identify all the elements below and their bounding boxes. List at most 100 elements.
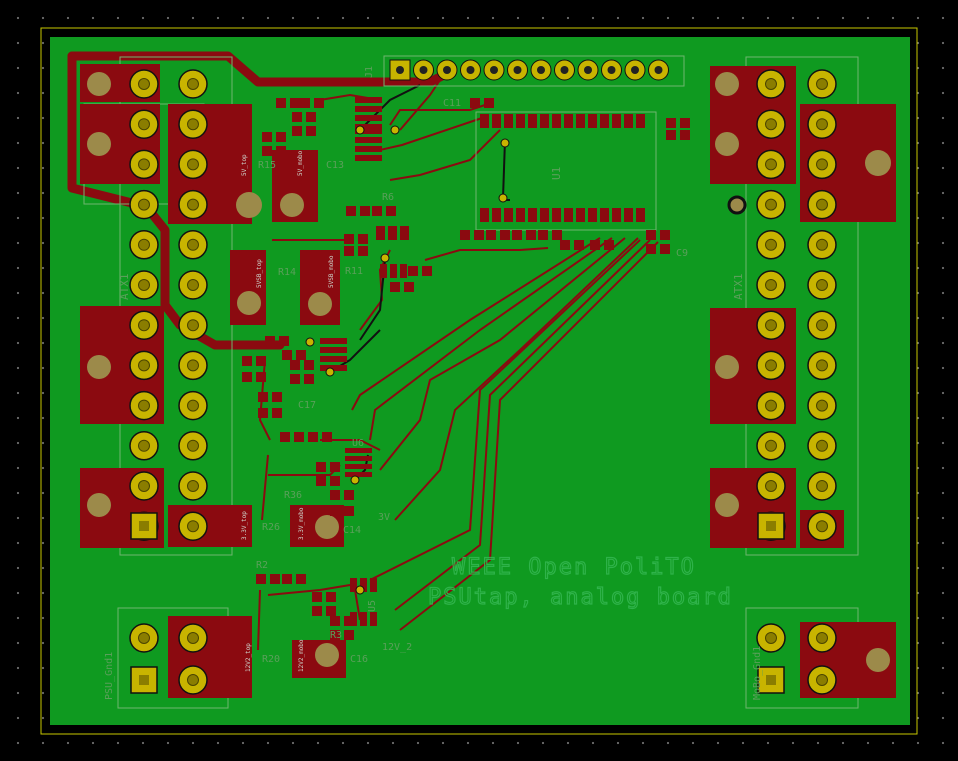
- smd-pad: [612, 208, 621, 222]
- smd-pad: [380, 264, 387, 278]
- silkscreen-labels: U1 ATX1 ATX1 PSU_Gnd1 MoBo_Gnd1 R15 R14 …: [104, 66, 763, 700]
- grid-dot: [641, 16, 645, 20]
- pad-drill: [816, 319, 828, 332]
- smd-components: [242, 97, 690, 640]
- shunt-label-7: 12V2_top: [245, 643, 252, 672]
- grid-dot: [941, 741, 945, 745]
- grid-dot: [16, 466, 20, 470]
- smd-pad: [360, 206, 370, 216]
- pad-drill: [187, 118, 199, 131]
- shunt-label-2: 5V_mobo: [297, 150, 304, 176]
- header-pin-drill: [654, 66, 663, 74]
- smd-pad: [344, 506, 354, 516]
- smd-pad: [368, 115, 382, 121]
- pad-drill: [187, 480, 199, 492]
- grid-dot: [841, 16, 845, 20]
- smd-pad: [290, 360, 300, 370]
- smd-pad: [492, 208, 501, 222]
- smd-pad: [358, 448, 372, 453]
- grid-dot: [466, 741, 470, 745]
- grid-dot: [941, 641, 945, 645]
- grid-dot: [941, 291, 945, 295]
- grid-dot: [41, 566, 45, 570]
- smd-pad: [516, 208, 525, 222]
- board-title: WEEE Open PoliTO PSUtap, analog board: [427, 554, 731, 610]
- smd-pad: [333, 365, 347, 371]
- grid-dot: [216, 741, 220, 745]
- grid-dot: [516, 16, 520, 20]
- pad-drill: [765, 319, 777, 332]
- grid-dot: [591, 16, 595, 20]
- pad-drill: [816, 399, 828, 412]
- pad-drill: [138, 319, 150, 332]
- smd-pad: [358, 472, 372, 477]
- grid-dot: [41, 391, 45, 395]
- grid-dot: [141, 741, 145, 745]
- pad-drill: [138, 118, 150, 131]
- grid-dot: [866, 741, 870, 745]
- grid-dot: [941, 166, 945, 170]
- grid-dot: [941, 66, 945, 70]
- smd-pad: [408, 266, 418, 276]
- grid-dot: [16, 416, 20, 420]
- smd-pad: [474, 230, 484, 240]
- grid-dot: [216, 16, 220, 20]
- label-3v: 3V: [378, 512, 390, 523]
- smd-pad: [355, 115, 369, 121]
- label-r36: R36: [284, 490, 302, 501]
- grid-dot: [816, 16, 820, 20]
- smd-pad: [256, 372, 266, 382]
- grid-dot: [241, 741, 245, 745]
- grid-dot: [41, 266, 45, 270]
- grid-dot: [716, 741, 720, 745]
- smd-pad: [300, 98, 310, 108]
- grid-dot: [41, 366, 45, 370]
- smd-pad: [256, 574, 266, 584]
- smd-pad: [526, 230, 536, 240]
- grid-dot: [341, 16, 345, 20]
- grid-dot: [16, 141, 20, 145]
- smd-pad: [552, 114, 561, 128]
- grid-dot: [366, 16, 370, 20]
- grid-dot: [41, 241, 45, 245]
- smd-pad: [330, 476, 340, 486]
- grid-dot: [941, 691, 945, 695]
- grid-dot: [941, 391, 945, 395]
- grid-dot: [541, 741, 545, 745]
- smd-pad: [600, 208, 609, 222]
- label-12v2: 12V_2: [382, 642, 412, 653]
- smd-pad: [345, 456, 359, 461]
- grid-dot: [691, 16, 695, 20]
- label-c17: C17: [298, 400, 316, 411]
- smd-pad: [666, 118, 676, 128]
- pad-drill: [765, 439, 777, 452]
- grid-dot: [491, 741, 495, 745]
- smd-pad: [646, 244, 656, 254]
- smd-pad: [588, 114, 597, 128]
- grid-dot: [616, 741, 620, 745]
- smd-pad: [460, 230, 470, 240]
- grid-dot: [16, 291, 20, 295]
- smd-pad: [636, 208, 645, 222]
- smd-pad: [316, 462, 326, 472]
- smd-pad: [386, 206, 396, 216]
- pad-drill: [816, 632, 828, 644]
- grid-dot: [41, 691, 45, 695]
- grid-dot: [66, 741, 70, 745]
- label-r20: R20: [262, 654, 280, 665]
- smd-pad: [355, 155, 369, 161]
- grid-dot: [41, 716, 45, 720]
- grid-dot: [741, 16, 745, 20]
- grid-dot: [391, 16, 395, 20]
- shunt-label-8: 12V2_mobo: [298, 639, 305, 672]
- smd-pad: [358, 234, 368, 244]
- smd-pad: [296, 574, 306, 584]
- header-pin-drill: [631, 66, 639, 74]
- grid-dot: [791, 16, 795, 20]
- label-u1: U1: [550, 167, 563, 180]
- pad-drill: [138, 399, 150, 412]
- grid-dot: [916, 16, 920, 20]
- smd-pad: [320, 338, 334, 344]
- smd-pad: [320, 356, 334, 362]
